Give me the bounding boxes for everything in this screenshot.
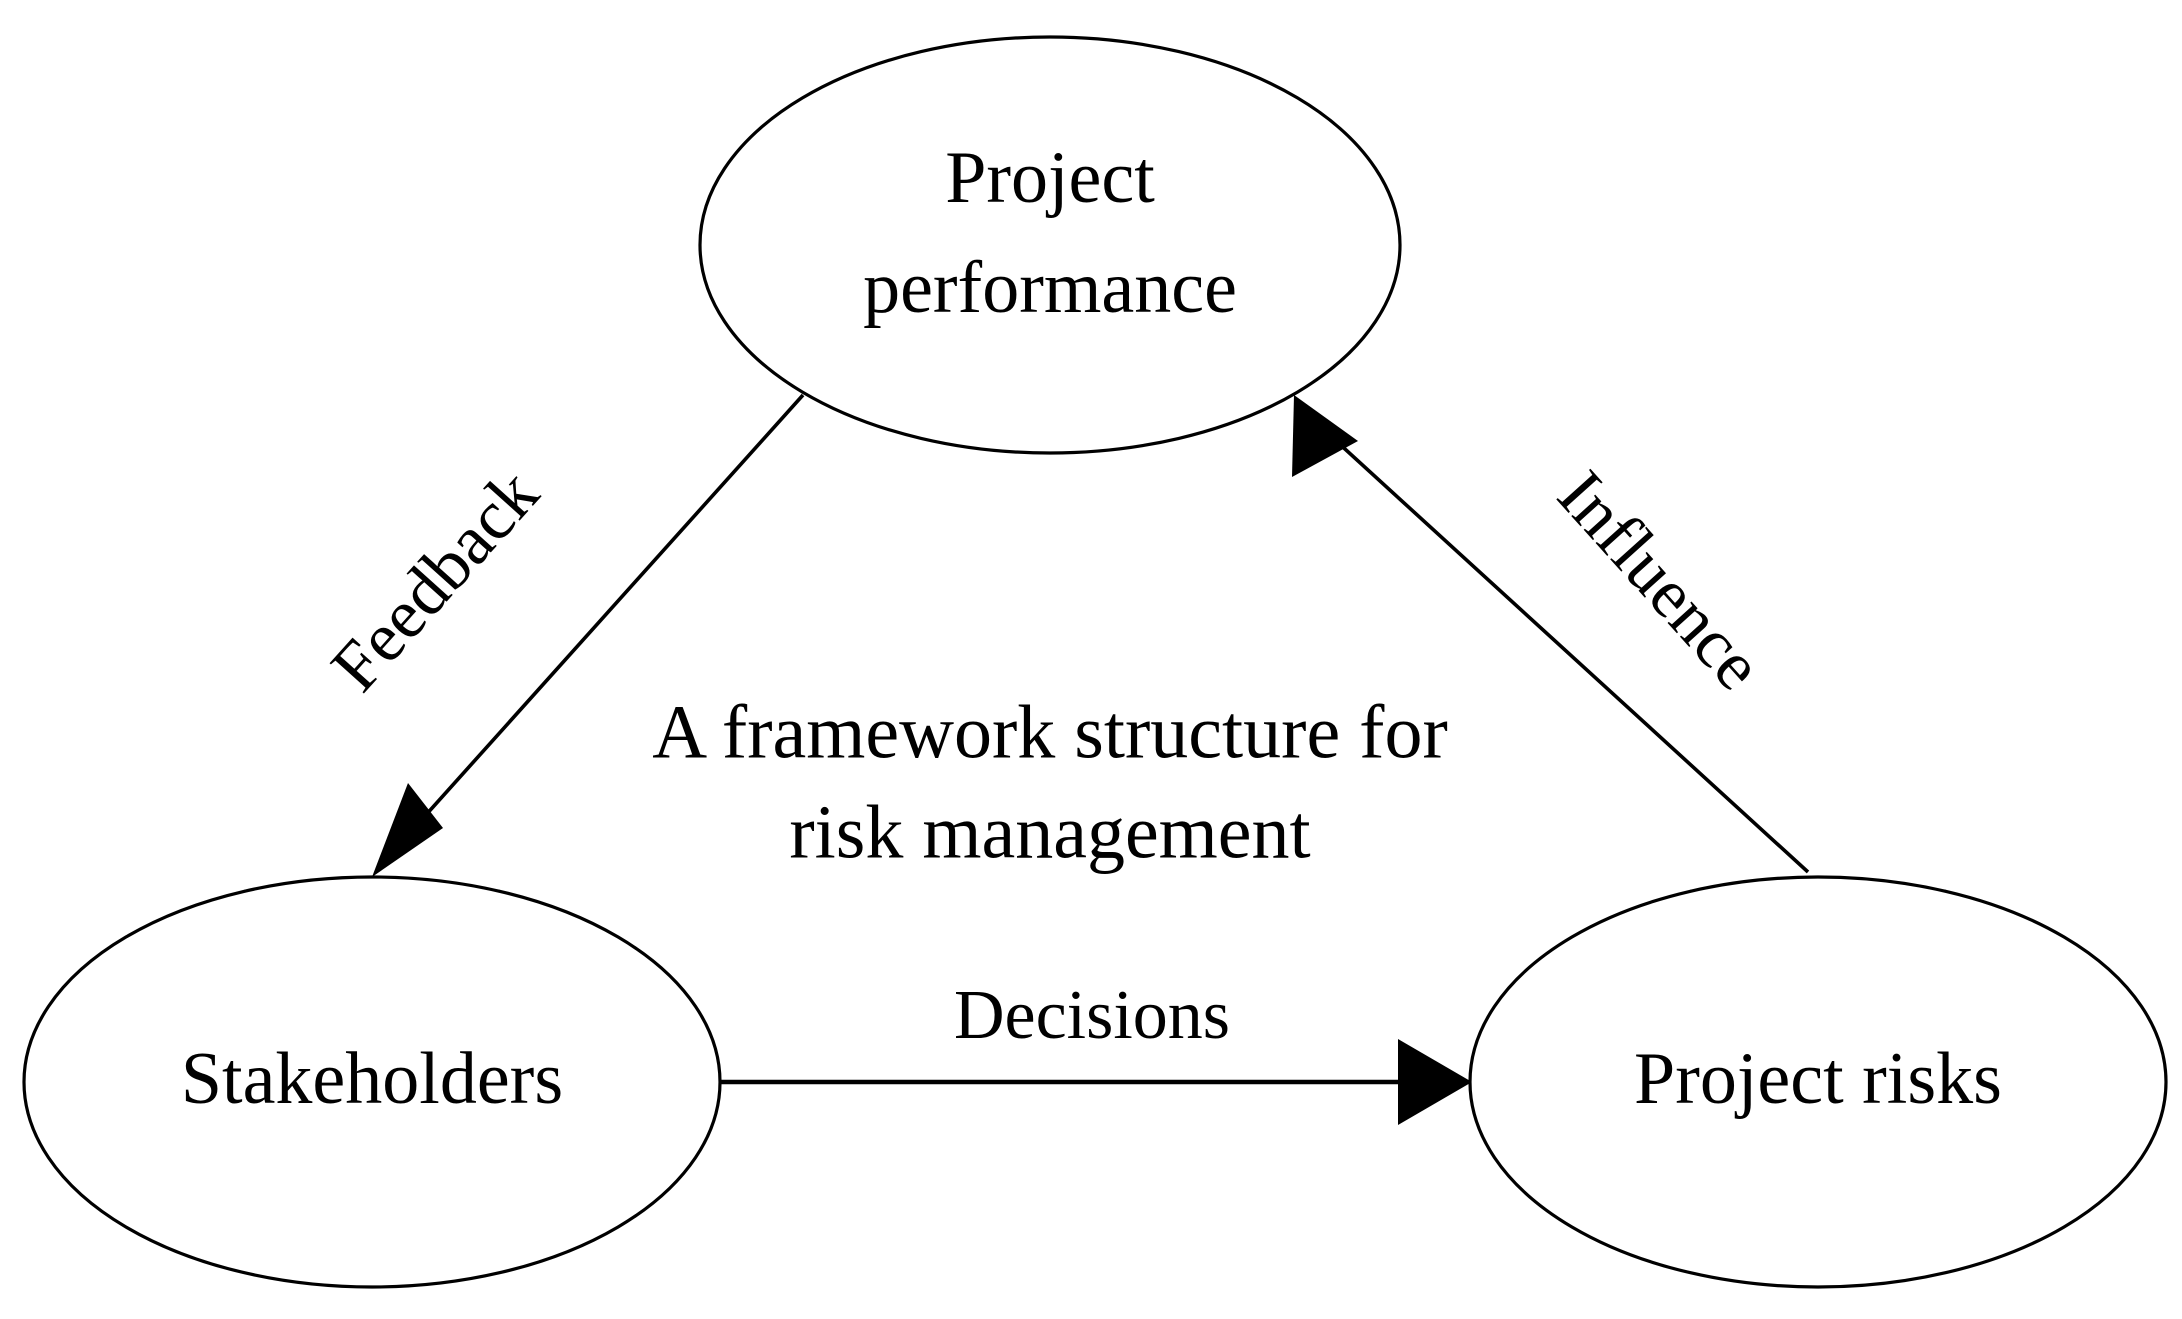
node-project-performance[interactable]: Project performance: [698, 35, 1402, 455]
edge-feedback[interactable]: [372, 393, 805, 877]
node-project-risks-label: Project risks: [1634, 1038, 2002, 1120]
node-project-risks-shape: [1468, 875, 2168, 1289]
center-caption-line1: A framework structure for: [652, 690, 1448, 774]
node-stakeholders[interactable]: Stakeholders: [22, 875, 722, 1289]
node-stakeholders-shape: [22, 875, 722, 1289]
edge-decisions[interactable]: [708, 1039, 1472, 1125]
edge-feedback-line: [396, 393, 805, 848]
edge-decisions-arrowhead: [1398, 1039, 1472, 1125]
node-project-risks[interactable]: Project risks: [1468, 875, 2168, 1289]
edge-influence-arrowhead: [1292, 395, 1358, 477]
center-caption: A framework structure for risk managemen…: [652, 690, 1448, 874]
node-project-performance-shape: [698, 35, 1402, 455]
node-stakeholders-label: Stakeholders: [181, 1038, 563, 1120]
edge-influence-line: [1320, 426, 1810, 874]
node-project-performance-label-line2: performance: [863, 247, 1237, 329]
edge-label-influence: Influence: [1543, 457, 1777, 705]
edge-label-feedback: Feedback: [317, 455, 554, 706]
edge-label-decisions: Decisions: [954, 977, 1230, 1054]
node-project-performance-label-line1: Project: [945, 137, 1155, 219]
center-caption-line2: risk management: [789, 790, 1310, 874]
edge-feedback-arrowhead: [372, 783, 443, 877]
edge-influence[interactable]: [1292, 395, 1810, 874]
